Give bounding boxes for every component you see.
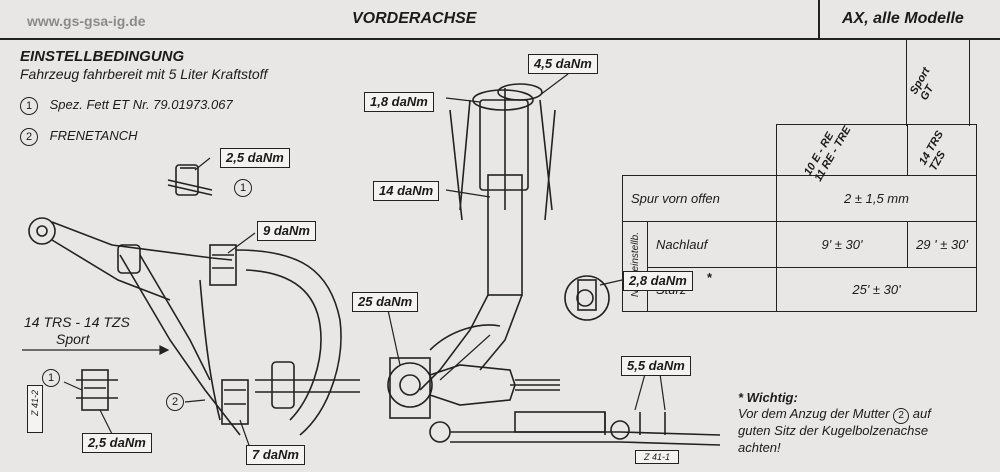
marker-2-icon: 2 [20, 128, 38, 146]
variant-label-line1: 14 TRS - 14 TZS [24, 314, 130, 330]
marker-1-icon: 1 [20, 97, 38, 115]
ball-joint-detail-icon [564, 275, 610, 321]
note-line2: guten Sitz der Kugelbolzenachse [738, 423, 929, 438]
ball-joint-small-icon [167, 164, 213, 196]
row-spur-value: 2 ± 1,5 mm [776, 175, 977, 222]
figure-ref-right: Z 41-1 [635, 450, 680, 464]
row-spur-label: Spur vorn offen [622, 175, 777, 222]
condition-item-2-text: FRENETANCH [49, 128, 138, 143]
clamp-small-icon [76, 369, 118, 411]
note-line1: Vor dem Anzug der Mutter 2 auf [738, 406, 931, 424]
front-axle-diagram [22, 73, 721, 451]
hub-driveshaft-drawing [387, 357, 721, 446]
watermark: www.gs-gsa-ig.de [27, 13, 146, 29]
conditions-subheading: Fahrzeug fahrbereit mit 5 Liter Kraftsto… [20, 66, 268, 82]
marker-drawing-3: 1 [42, 368, 60, 387]
row-nachlauf-label: Nachlauf [647, 221, 777, 268]
torque-label-6: 4,5 daNm [528, 54, 598, 74]
marker-note-icon: 2 [893, 408, 910, 424]
condition-item-2: 2 FRENETANCH [20, 128, 138, 146]
torque-label-7: 14 daNm [373, 181, 440, 201]
header-separator [818, 0, 820, 38]
torque-label-1: 2,5 daNm [220, 148, 290, 168]
wishbone-drawing [28, 217, 360, 436]
torque-label-5: 1,8 daNm [364, 92, 434, 112]
torque-label-4: 7 daNm [246, 445, 305, 465]
condition-item-1-text: Spez. Fett ET Nr. 79.01973.067 [49, 97, 233, 112]
conditions-heading: EINSTELLBEDINGUNG [20, 48, 185, 65]
torque-label-9-mark: * [707, 270, 713, 285]
models-label: AX, alle Modelle [842, 10, 964, 27]
row-nachlauf-value-a: 9' ± 30' [776, 221, 908, 268]
strut-drawing [419, 83, 556, 391]
marker-drawing-1: 1 [234, 178, 252, 197]
row-sturz-value: 25' ± 30' [776, 267, 977, 312]
variant-label-line2: Sport [56, 331, 90, 347]
page-title: VORDERACHSE [352, 10, 477, 27]
torque-label-3: 2,5 daNm [82, 433, 152, 453]
note-line3: achten! [738, 440, 781, 455]
torque-label-2: 9 daNm [257, 221, 316, 241]
torque-label-10: 5,5 daNm [621, 356, 691, 376]
figure-ref-left: Z 41-2 [27, 385, 43, 433]
marker-drawing-2: 2 [166, 392, 184, 411]
note-title: * Wichtig: [738, 390, 798, 405]
header-divider [0, 38, 1000, 40]
torque-label-9: 2,8 daNm [623, 271, 693, 291]
condition-item-1: 1 Spez. Fett ET Nr. 79.01973.067 [20, 97, 233, 115]
torque-label-8: 25 daNm [352, 292, 419, 312]
